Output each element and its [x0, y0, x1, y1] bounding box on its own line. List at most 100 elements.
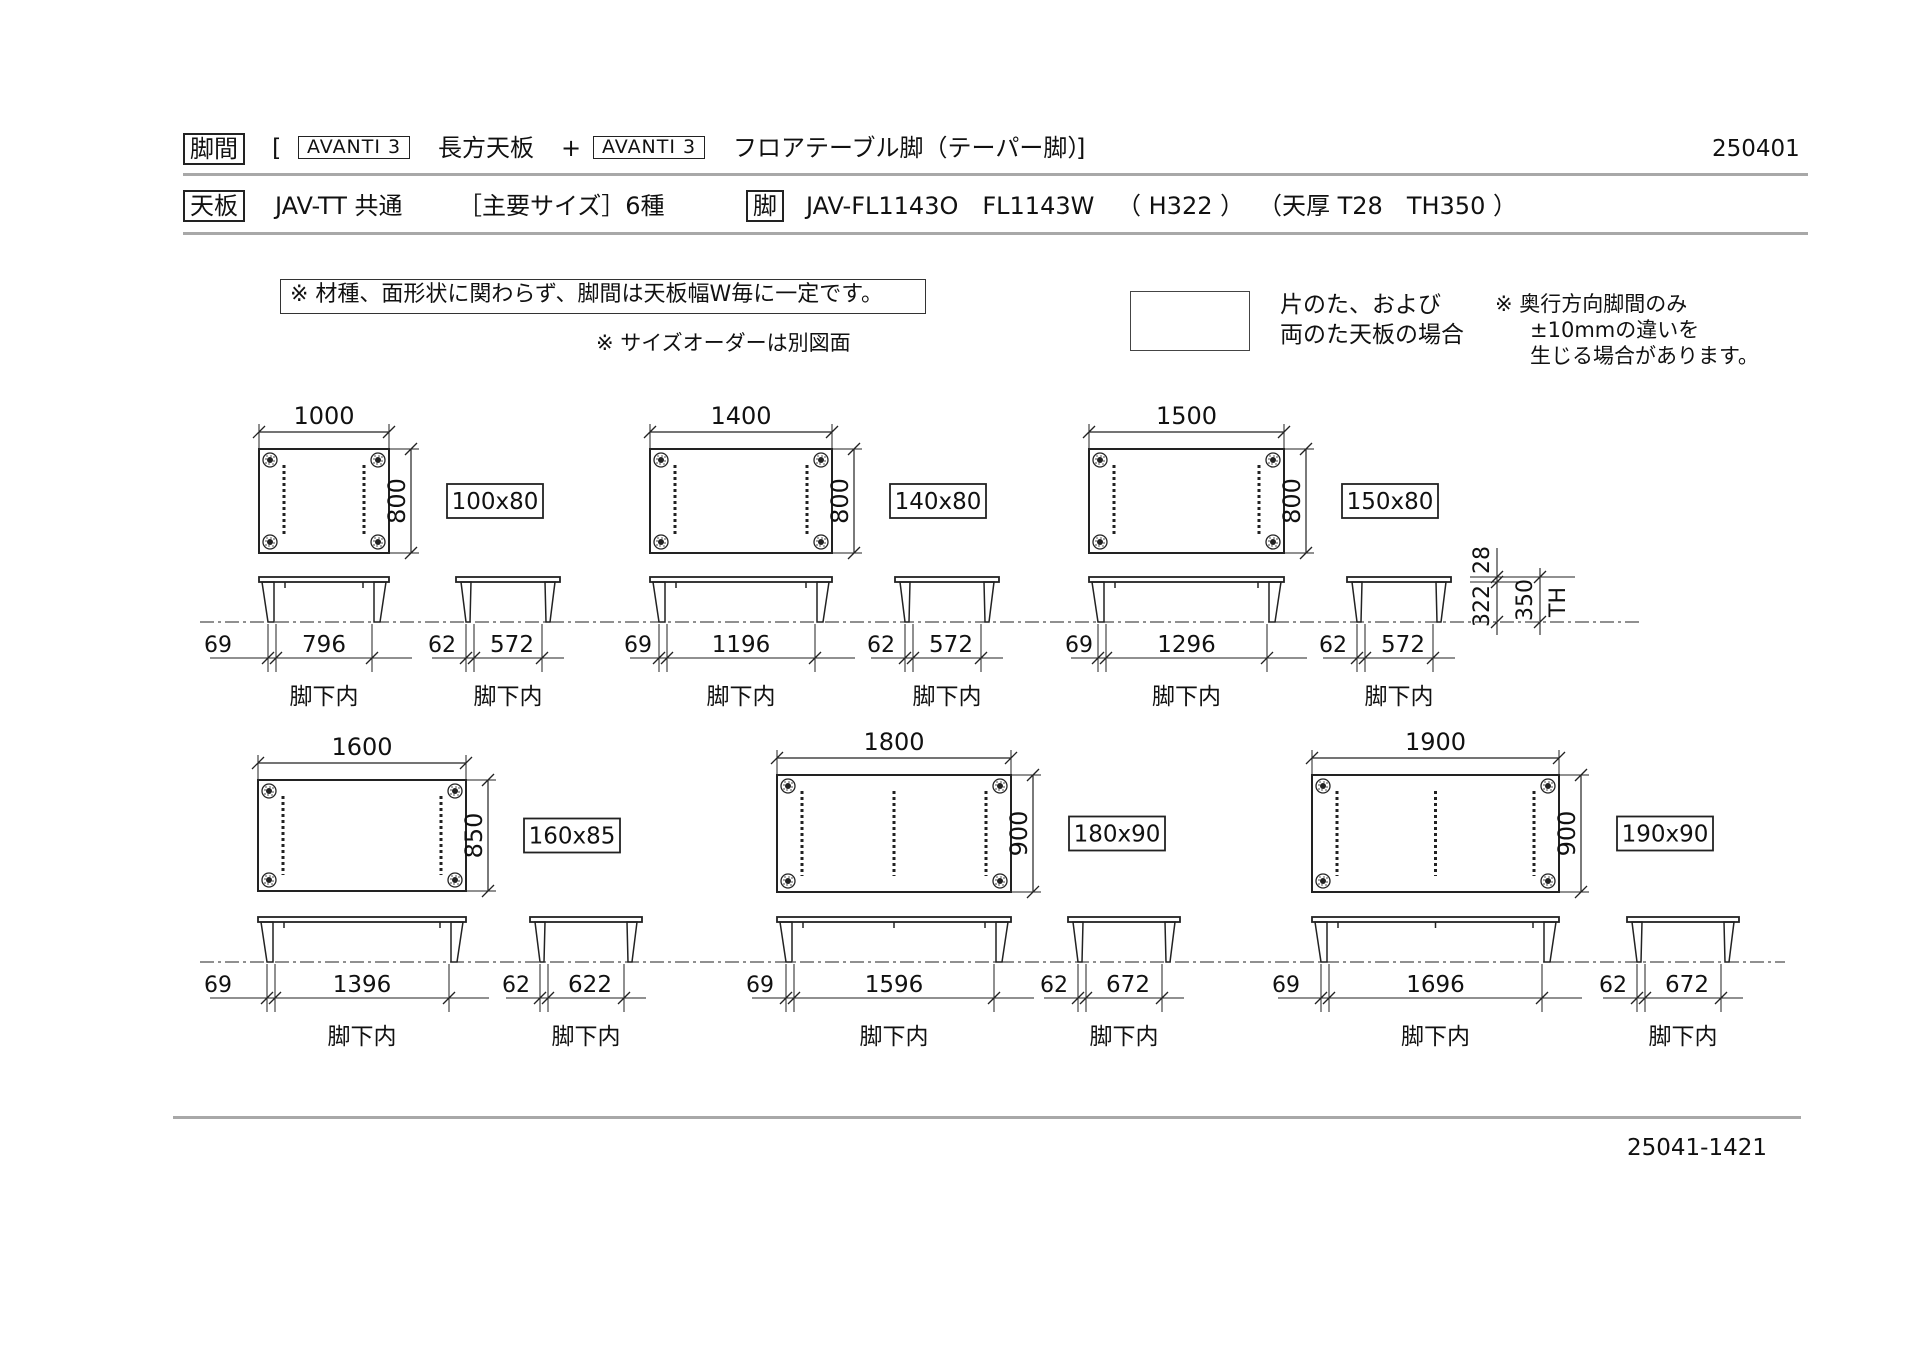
- dim-tick: [779, 991, 793, 1005]
- leg-plate-ring: [262, 534, 278, 550]
- leg-mark: [1265, 452, 1281, 468]
- leg-label: 脚: [746, 190, 784, 222]
- size-label-box: [523, 817, 621, 854]
- leg-screw-box: [1095, 537, 1105, 547]
- leg-plate-ring: [370, 534, 386, 550]
- size-label-box: [1341, 483, 1439, 519]
- dim-tick: [261, 651, 275, 665]
- leg-mark: [780, 778, 796, 794]
- inner-caption-side: 脚下内: [1649, 1024, 1718, 1050]
- front-top-plate: [1311, 916, 1560, 923]
- inner-caption-side: 脚下内: [913, 684, 982, 710]
- leg-screw-box: [1318, 876, 1328, 886]
- leg-mark: [1315, 778, 1331, 794]
- leg-plate-center: [1270, 457, 1276, 463]
- leg-offset-width: 69: [1272, 973, 1300, 998]
- dim-tick: [1071, 991, 1085, 1005]
- leg-inner-width: 1596: [865, 972, 924, 998]
- size-label: 150x80: [1347, 489, 1434, 515]
- leg-plate-center: [1545, 783, 1551, 789]
- leg-screw-box: [450, 875, 460, 885]
- top-view-plate: [258, 448, 390, 554]
- leg-inner-width: 1296: [1157, 632, 1216, 658]
- leg-offset-width: 69: [624, 633, 652, 658]
- width-tick: [1082, 425, 1096, 439]
- leg-offset-depth: 62: [502, 973, 530, 998]
- main-sizes: ［主要サイズ］6種: [458, 192, 665, 220]
- leg-offset-width: 69: [204, 633, 232, 658]
- dim-tick: [1426, 651, 1440, 665]
- top-view-plate: [776, 774, 1012, 893]
- width-tick: [459, 756, 473, 770]
- inner-caption-side: 脚下内: [1365, 684, 1434, 710]
- leg-screw-box: [1543, 781, 1553, 791]
- header-rule-1: [183, 173, 1808, 176]
- leg-screw-box: [1095, 455, 1105, 465]
- width-tick: [643, 425, 657, 439]
- leg-mark: [370, 534, 386, 550]
- leg-plate-center: [375, 457, 381, 463]
- dim-tick: [269, 651, 283, 665]
- dim-tick: [1260, 651, 1274, 665]
- leg-inner-width: 796: [302, 632, 346, 658]
- leg-mark: [1315, 873, 1331, 889]
- dim-tick: [535, 651, 549, 665]
- side-top-plate: [894, 576, 1000, 583]
- table-depth: 800: [1278, 478, 1306, 524]
- leg-inner-depth: 672: [1665, 972, 1709, 998]
- leg-plate-center: [1270, 539, 1276, 545]
- leg-mark: [261, 872, 277, 888]
- leg-offset-depth: 62: [867, 633, 895, 658]
- footer-code: 25041-1421: [1627, 1135, 1767, 1161]
- width-tick: [1004, 751, 1018, 765]
- dim-tick: [906, 651, 920, 665]
- size-order-note: ※ サイズオーダーは別図面: [596, 331, 851, 355]
- leg-plate-ring: [1092, 452, 1108, 468]
- side-top-plate: [1626, 916, 1740, 923]
- front-leg: [652, 581, 666, 623]
- leg-mark: [1092, 534, 1108, 550]
- leg-plate-ring: [653, 534, 669, 550]
- front-leg: [1268, 581, 1282, 623]
- leg-mark: [992, 778, 1008, 794]
- leg-screw-box: [264, 786, 274, 796]
- table-depth: 800: [826, 478, 854, 524]
- leg-screw-box: [373, 537, 383, 547]
- leg-mark: [653, 534, 669, 550]
- leg-screw-box: [1318, 781, 1328, 791]
- top-view-plate: [649, 448, 833, 554]
- inner-caption-front: 脚下内: [1152, 684, 1221, 710]
- leg-mark: [813, 452, 829, 468]
- leg-offset-width: 69: [204, 973, 232, 998]
- leg-plate-ring: [1315, 873, 1331, 889]
- side-top-plate: [529, 916, 643, 923]
- leg-plate-center: [785, 783, 791, 789]
- inner-caption-front: 脚下内: [860, 1024, 929, 1050]
- size-label-box: [1616, 815, 1714, 852]
- legspan-label: 脚間: [183, 133, 245, 165]
- leg-plate-center: [818, 539, 824, 545]
- side-leg: [1435, 581, 1447, 623]
- leg-inner-depth: 572: [490, 632, 534, 658]
- size-label: 160x85: [529, 824, 616, 850]
- leg-plate-ring: [1265, 452, 1281, 468]
- dim-tick: [467, 651, 481, 665]
- leg-plate-center: [658, 457, 664, 463]
- side-leg: [534, 921, 546, 963]
- size-label: 180x90: [1074, 822, 1161, 848]
- table-depth: 800: [383, 478, 411, 524]
- side-leg: [1164, 921, 1176, 963]
- bracket-open: [: [272, 134, 282, 162]
- dim-tick: [1322, 991, 1336, 1005]
- front-top-plate: [776, 916, 1012, 923]
- leg-screw-box: [656, 455, 666, 465]
- dim-tick: [1314, 991, 1328, 1005]
- inner-caption-front: 脚下内: [1401, 1024, 1470, 1050]
- top-plate-spec: JAV-TT 共通: [275, 192, 403, 220]
- top-plate-label: 天板: [183, 190, 245, 222]
- leg-screw-box: [783, 781, 793, 791]
